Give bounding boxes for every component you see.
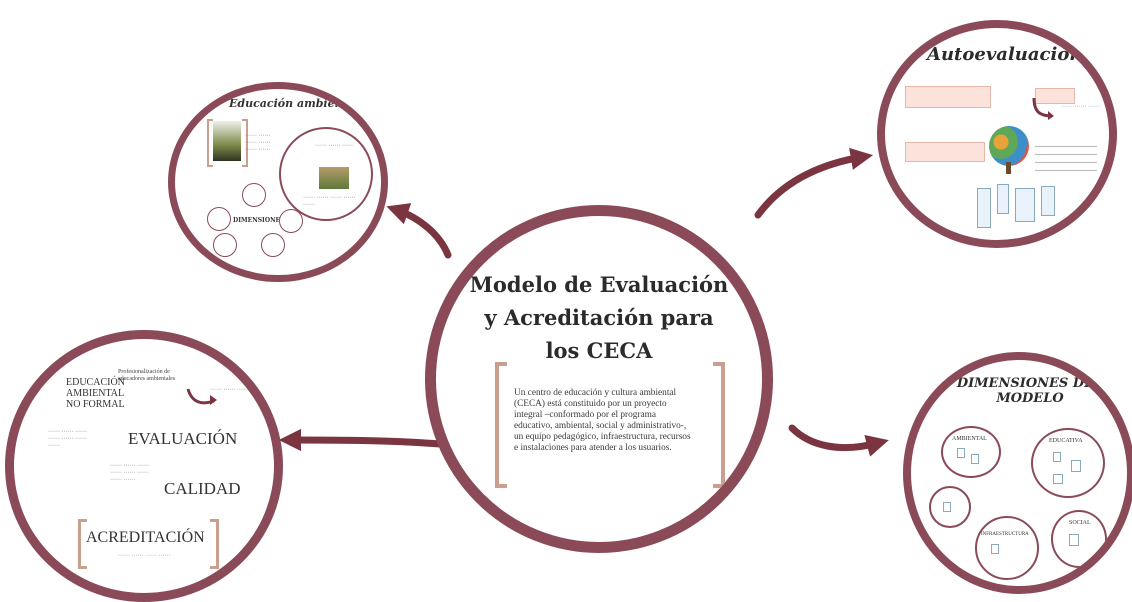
center-description: Un centro de educación y cultura ambient… [514, 388, 691, 453]
center-title: Modelo de Evaluación y Acreditación para… [469, 272, 729, 363]
small-dimension-circle [929, 486, 971, 528]
social-circle: SOCIAL [1051, 510, 1107, 568]
arrow-to-autoevaluacion [754, 147, 874, 219]
evaluacion-label: EVALUACIÓN [128, 429, 238, 448]
arrow-to-evaluacion [278, 428, 444, 452]
acreditacion-bracket-left [78, 519, 87, 569]
seedling-photo [213, 121, 241, 161]
dimensiones-label: DIMENSIONES [233, 217, 285, 224]
center-left-bracket [495, 362, 507, 488]
educacion-ambiental-title: Educación ambiental [229, 97, 359, 110]
educativa-circle: EDUCATIVA [1031, 428, 1105, 498]
arrow-to-dimensiones [788, 424, 889, 457]
acreditacion-bracket-right [210, 519, 219, 569]
educacion-ambiental-circle[interactable]: Educación ambiental ······ ······ ······… [168, 82, 388, 282]
acreditacion-label: ACREDITACIÓN [86, 529, 205, 546]
infraestructura-circle: INFRAESTRUCTURA [975, 516, 1039, 580]
photo-bracket-right [242, 119, 248, 167]
autoevaluacion-circle[interactable]: Autoevaluación ······ ······ ······ [877, 20, 1117, 248]
profesionalizacion-label: Profesionalización de educadores ambient… [118, 369, 176, 382]
photo-bracket-left [207, 119, 213, 167]
curved-arrow-icon [186, 388, 217, 405]
educacion-no-formal-label: EDUCACIÓN AMBIENTAL NO FORMAL [66, 377, 125, 410]
arrow-small-icon [1032, 97, 1054, 120]
ambiental-circle: AMBIENTAL [941, 426, 1001, 478]
dimensiones-title: DIMENSIONES DEL MODELO [956, 376, 1104, 406]
autoevaluacion-title: Autoevaluación [927, 44, 1083, 65]
landscape-photo [319, 167, 349, 189]
evaluacion-circle[interactable]: EDUCACIÓN AMBIENTAL NO FORMAL Profesiona… [5, 330, 283, 602]
calidad-label: CALIDAD [164, 479, 241, 498]
tree-icon [989, 126, 1029, 166]
center-right-bracket [713, 362, 725, 488]
dimensiones-circle[interactable]: DIMENSIONES DEL MODELO AMBIENTAL EDUCATI… [903, 352, 1132, 594]
arrow-to-educacion-ambiental [386, 203, 452, 259]
ea-inner-circle: ······ ······ ······ ······ ······ ·····… [279, 127, 373, 221]
center-circle[interactable]: Modelo de Evaluación y Acreditación para… [425, 205, 773, 553]
